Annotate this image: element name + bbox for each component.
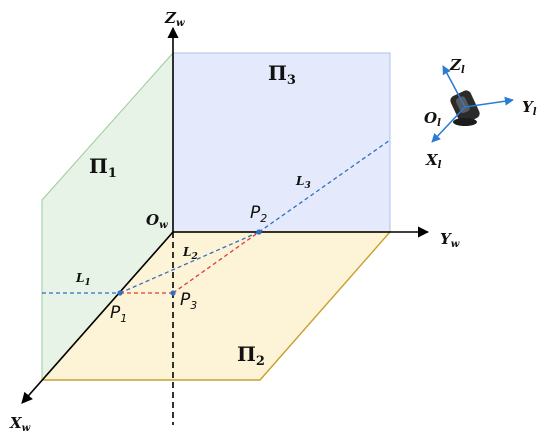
y-axis-lidar	[464, 96, 514, 108]
line-l3-label: L3	[295, 174, 311, 191]
ray-l3	[258, 139, 391, 233]
point-p1	[117, 290, 123, 296]
point-p3	[170, 290, 176, 296]
y-axis-lidar-label: Yl	[522, 98, 537, 118]
plane-pi1-label: Π1	[89, 154, 117, 181]
origin-world-label: Ow	[146, 211, 168, 231]
x-axis-lidar	[431, 106, 466, 143]
z-axis-lidar	[442, 65, 466, 108]
plane-pi3-label: Π3	[268, 61, 296, 88]
ray-red-p3-p2	[172, 231, 260, 294]
z-axis-lidar-label: Zl	[449, 56, 465, 76]
line-l2-label: L2	[182, 245, 198, 262]
point-p3-label: P3	[180, 290, 197, 312]
z-axis-world-label: Zw	[164, 9, 185, 29]
point-p2	[256, 229, 262, 235]
line-l1-label: L1	[75, 271, 91, 288]
ray-l2	[119, 231, 260, 294]
origin-lidar-label: Ol	[424, 109, 441, 129]
plane-pi2-label: Π2	[237, 342, 265, 369]
y-axis-world-label: Yw	[440, 230, 460, 250]
x-axis-world-label: Xw	[9, 414, 31, 434]
x-axis-lidar-label: Xl	[425, 151, 442, 171]
x-axis-world	[21, 231, 174, 404]
point-p1-label: P1	[110, 303, 127, 325]
point-p2-label: P2	[250, 203, 267, 225]
